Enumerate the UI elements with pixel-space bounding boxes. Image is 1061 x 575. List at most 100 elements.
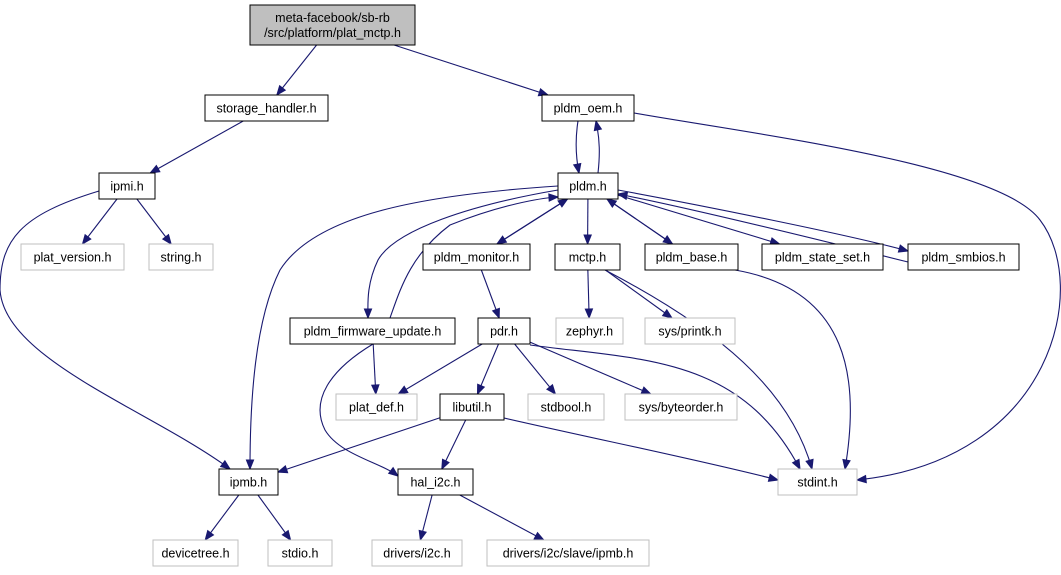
node-box	[761, 243, 884, 271]
node-box	[541, 94, 635, 122]
edge-pldm-to-pldm_firmware_update	[367, 189, 559, 319]
node-label: devicetree.h	[161, 547, 229, 561]
arrowhead-pldm_firmware_update-to-plat_def	[370, 384, 380, 396]
node-label: pldm_oem.h	[554, 102, 623, 116]
node-label: hal_i2c.h	[410, 476, 460, 490]
arrowhead-pldm_smbios-to-pldm	[616, 191, 629, 201]
node-label: stdbool.h	[541, 401, 592, 415]
edge-hal_i2c-to-drivers_i2c_slave_ipmb	[459, 494, 544, 541]
node-label: pldm_firmware_update.h	[304, 325, 442, 339]
edge-pldm_base-to-pldm	[606, 198, 673, 245]
arrowhead-hal_i2c-to-drivers_i2c	[418, 529, 427, 542]
node-box	[152, 539, 239, 567]
edge-pldm-to-ipmb	[249, 185, 559, 470]
arrowhead-mctp-to-stdint	[805, 458, 814, 471]
node-plat-mctp[interactable]: meta-facebook/sb-rb/src/platform/plat_mc…	[249, 4, 416, 46]
node-box	[777, 468, 858, 496]
node-label: sys/printk.h	[658, 325, 721, 339]
node-devicetree: devicetree.h	[152, 539, 239, 567]
arrowhead-libutil-to-ipmb	[276, 464, 289, 474]
node-stdio: stdio.h	[267, 539, 333, 567]
node-hal-i2c[interactable]: hal_i2c.h	[397, 468, 474, 496]
arrowhead-mctp-to-zephyr	[584, 308, 594, 320]
node-pldm-smbios[interactable]: pldm_smbios.h	[907, 243, 1020, 271]
node-box	[527, 393, 605, 421]
node-drivers-i2c-slave-ipmb: drivers/i2c/slave/ipmb.h	[486, 539, 650, 567]
node-box	[554, 243, 621, 271]
node-label: pldm_base.h	[656, 251, 728, 265]
node-pldm-state-set[interactable]: pldm_state_set.h	[761, 243, 884, 271]
node-box	[907, 243, 1020, 271]
edge-pdr-to-stdbool	[514, 343, 556, 395]
node-ipmi[interactable]: ipmi.h	[98, 172, 156, 200]
arrowhead-libutil-to-hal_i2c	[441, 458, 450, 471]
node-label: stdint.h	[797, 476, 837, 490]
node-box	[555, 317, 624, 345]
arrowhead-pldm-to-pldm_oem	[593, 119, 603, 132]
node-box	[644, 243, 739, 271]
node-box	[267, 539, 333, 567]
arrowhead-ipmi-to-ipmb	[219, 459, 232, 470]
node-label: plat_def.h	[349, 401, 404, 415]
node-pldm-firmware-update[interactable]: pldm_firmware_update.h	[289, 317, 456, 345]
node-box	[289, 317, 456, 345]
node-stdbool: stdbool.h	[527, 393, 605, 421]
node-label: pldm_smbios.h	[921, 251, 1005, 265]
node-box	[557, 172, 619, 200]
node-drivers-i2c: drivers/i2c.h	[371, 539, 463, 567]
nodes-layer: meta-facebook/sb-rb/src/platform/plat_mc…	[20, 4, 1020, 567]
node-libutil[interactable]: libutil.h	[439, 393, 505, 421]
node-ipmb[interactable]: ipmb.h	[218, 468, 279, 496]
node-mctp[interactable]: mctp.h	[554, 243, 621, 271]
arrowhead-ipmb-to-stdio	[281, 529, 292, 542]
arrowhead-pldm-to-pldm_firmware_update	[363, 308, 373, 320]
node-pldm-oem[interactable]: pldm_oem.h	[541, 94, 635, 122]
node-label: pldm_monitor.h	[434, 251, 520, 265]
arrowhead-pdr-to-sys_byteorder	[640, 386, 652, 395]
node-pldm[interactable]: pldm.h	[557, 172, 619, 200]
node-label: drivers/i2c.h	[383, 547, 450, 561]
node-box	[371, 539, 463, 567]
arrowhead-pldm-to-ipmb	[245, 459, 255, 471]
node-box	[439, 393, 505, 421]
node-pldm-base[interactable]: pldm_base.h	[644, 243, 739, 271]
arrowhead-hal_i2c-to-drivers_i2c_slave_ipmb	[533, 531, 545, 541]
node-sys-printk: sys/printk.h	[644, 317, 736, 345]
arrowhead-pldm_firmware_update-to-pldm	[548, 193, 560, 202]
node-label: pldm.h	[569, 180, 607, 194]
node-stdint: stdint.h	[777, 468, 858, 496]
arrowhead-pldm-to-pldm_smbios	[897, 244, 910, 253]
node-label: /src/platform/plat_mctp.h	[264, 26, 401, 40]
arrowhead-pldm_base-to-stdint	[842, 458, 851, 471]
edge-libutil-to-ipmb	[277, 417, 441, 473]
node-label: libutil.h	[453, 401, 492, 415]
edge-pldm-to-pldm_smbios	[617, 189, 909, 252]
arrowhead-pldm_monitor-to-pldm	[557, 198, 569, 208]
arrowhead-pldm_oem-to-pldm	[572, 162, 582, 175]
edge-pldm_base-to-stdint	[734, 269, 851, 470]
node-label: zephyr.h	[566, 325, 613, 339]
edge-pldm-to-pldm_state_set	[617, 194, 780, 245]
node-sys-byteorder: sys/byteorder.h	[624, 393, 738, 421]
edge-plat_mctp-to-pldm_oem	[393, 44, 549, 96]
node-storage-handler[interactable]: storage_handler.h	[204, 94, 329, 122]
arrowhead-plat_mctp-to-storage_handler	[275, 84, 287, 97]
node-label: pldm_state_set.h	[775, 251, 870, 265]
node-box	[477, 317, 531, 345]
node-label: ipmb.h	[230, 476, 268, 490]
arrowhead-ipmi-to-string	[161, 233, 172, 246]
edge-pdr-to-plat_def	[398, 343, 483, 395]
edges-layer	[0, 44, 1061, 542]
node-pldm-monitor[interactable]: pldm_monitor.h	[422, 243, 531, 271]
node-box	[148, 243, 214, 271]
node-box	[204, 94, 329, 122]
node-box	[624, 393, 738, 421]
edge-mctp-to-stdint	[604, 269, 813, 470]
node-label: drivers/i2c/slave/ipmb.h	[503, 547, 634, 561]
node-box	[249, 4, 416, 46]
node-pdr[interactable]: pdr.h	[477, 317, 531, 345]
node-zephyr: zephyr.h	[555, 317, 624, 345]
arrowhead-pldm_firmware_update-to-hal_i2c	[387, 466, 400, 477]
edge-pdr-to-sys_byteorder	[529, 341, 651, 395]
